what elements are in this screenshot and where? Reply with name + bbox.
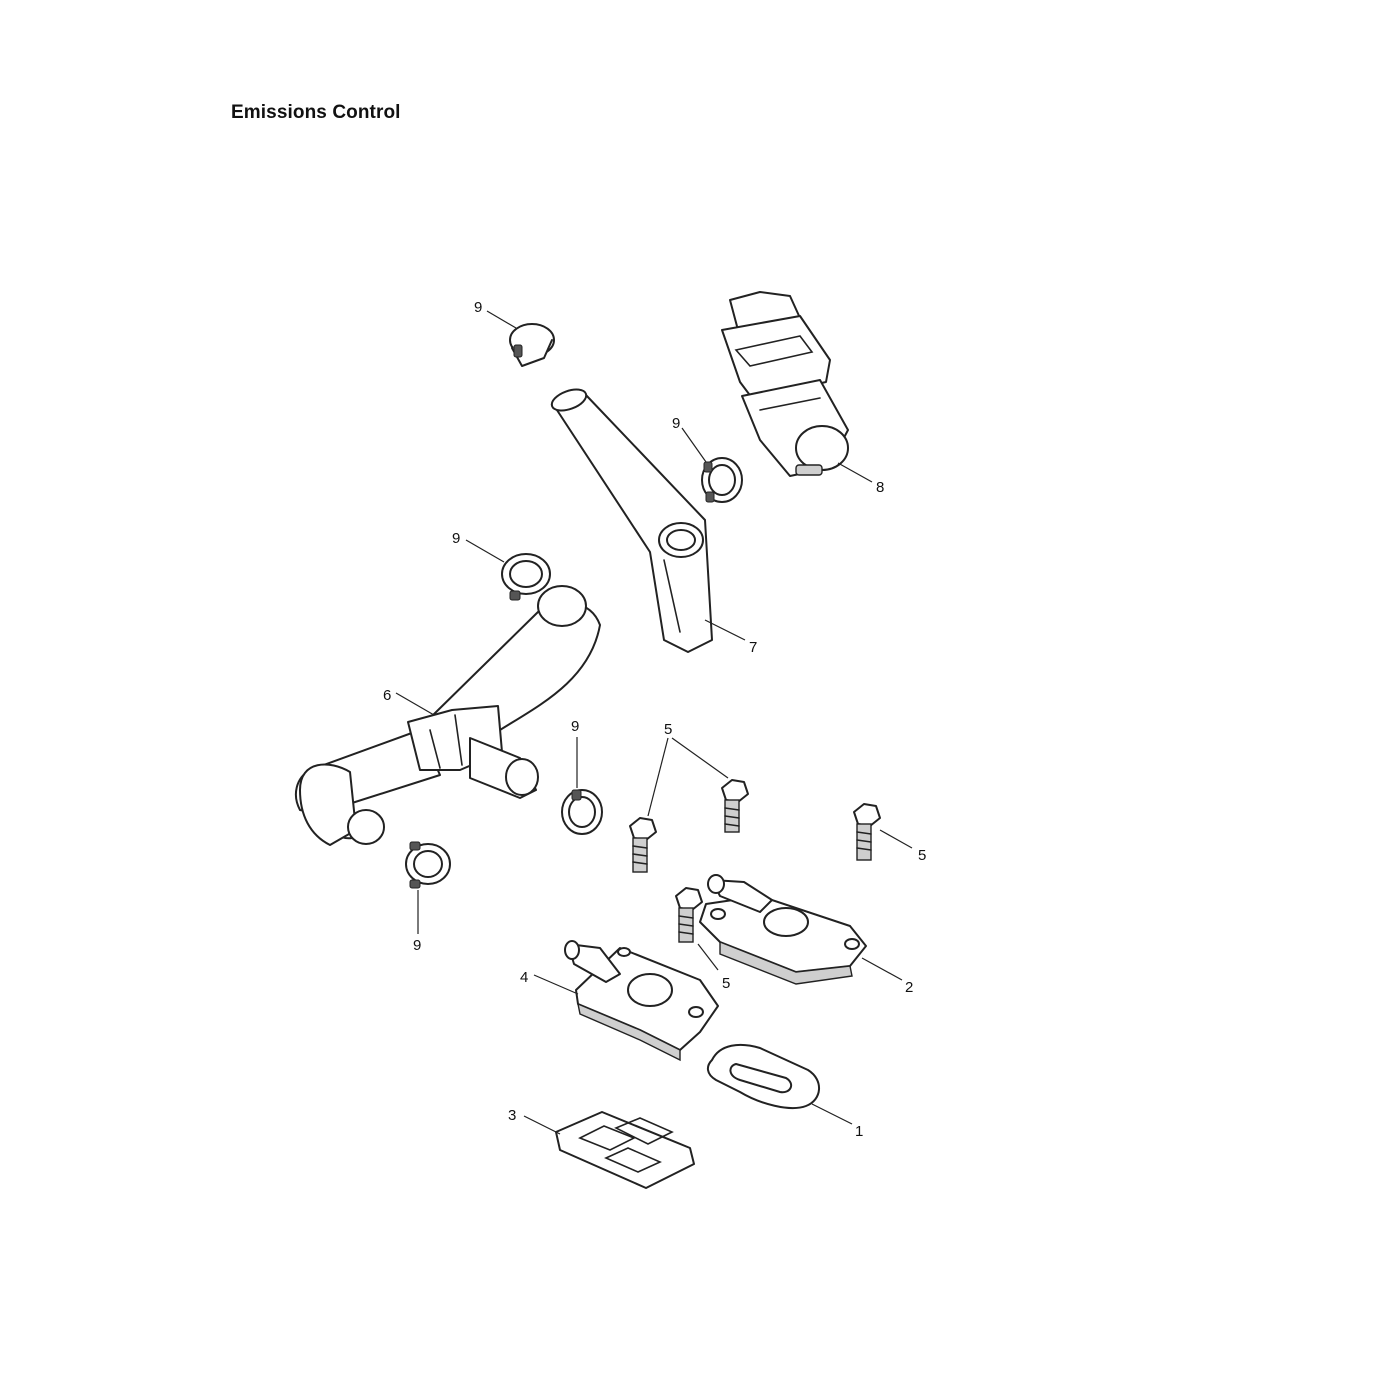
- callout-5-right: 5: [918, 847, 926, 864]
- callout-5-lower: 5: [722, 975, 730, 992]
- callout-9-top: 9: [474, 299, 482, 316]
- callout-9-upper-middle: 9: [672, 415, 680, 432]
- part-9-clamp-middle: 9: [561, 718, 603, 835]
- part-3-reed-valve: 3: [508, 1107, 695, 1189]
- part-9-clamp-top: 9: [474, 299, 555, 367]
- part-5-bolt-a: [629, 817, 657, 873]
- callout-8: 8: [876, 479, 884, 496]
- page-title: Emissions Control: [231, 102, 401, 123]
- callout-9-middle: 9: [571, 718, 579, 735]
- part-5-bolt-c: 5: [853, 803, 926, 864]
- part-7-hose: 7: [550, 388, 757, 656]
- part-6-t-pipe: 6: [294, 585, 601, 846]
- part-9-clamp-lower-left: 9: [405, 841, 451, 954]
- callout-5-top: 5: [664, 721, 672, 738]
- callout-3: 3: [508, 1107, 516, 1124]
- part-4-valve-cover-left: 4: [520, 940, 719, 1062]
- callout-9-lower-left: 9: [413, 937, 421, 954]
- callout-2: 2: [905, 979, 913, 996]
- part-9-clamp-left: 9: [452, 530, 551, 601]
- part-9-clamp-upper-middle: 9: [672, 415, 743, 503]
- part-5-bolt-d: 5: [675, 887, 730, 992]
- callout-1: 1: [855, 1123, 863, 1140]
- callout-6: 6: [383, 687, 391, 704]
- callout-5-leaders: 5: [647, 721, 729, 817]
- callout-9-left: 9: [452, 530, 460, 547]
- part-2-valve-cover-right: 2: [699, 874, 913, 996]
- callout-7: 7: [749, 639, 757, 656]
- part-1-gasket: 1: [706, 1043, 863, 1140]
- callout-4: 4: [520, 969, 528, 986]
- part-5-bolt-b: [721, 779, 749, 833]
- part-8-air-valve: 8: [721, 291, 884, 496]
